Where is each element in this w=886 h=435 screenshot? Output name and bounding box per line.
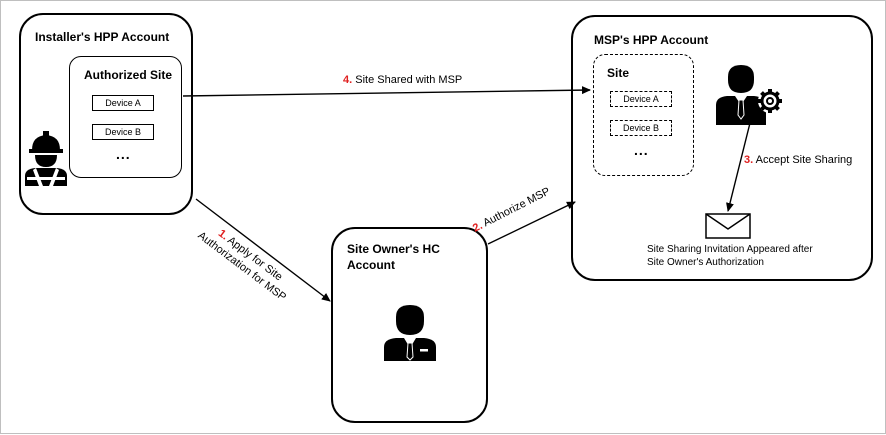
msp-site-title: Site — [607, 66, 630, 80]
msp-more-devices: ... — [634, 142, 649, 158]
arrow-authorize-msp — [487, 201, 576, 245]
installer-device-b: Device B — [92, 124, 154, 140]
msp-device-b: Device B — [610, 120, 672, 136]
step-4-label: 4. Site Shared with MSP — [343, 73, 462, 87]
installer-device-a: Device A — [92, 95, 154, 111]
step-3-label: 3. Accept Site Sharing — [744, 153, 852, 167]
installer-more-devices: ... — [116, 146, 131, 162]
businessman-with-gear-icon — [716, 65, 782, 125]
authorized-site-title: Authorized Site — [84, 68, 173, 82]
step-4-number: 4. — [343, 74, 353, 86]
step-3-number: 3. — [744, 154, 754, 166]
arrow-accept-sharing — [726, 122, 751, 212]
installer-account-title: Installer's HPP Account — [35, 30, 170, 44]
owner-account-title: Site Owner's HC Account — [347, 242, 440, 272]
step-4-text: Site Shared with MSP — [355, 74, 463, 86]
arrow-site-shared — [182, 86, 591, 97]
arrow-apply-authorization — [195, 198, 331, 302]
step-3-text: Accept Site Sharing — [755, 154, 853, 166]
msp-account-title: MSP's HPP Account — [594, 33, 709, 47]
msp-device-a: Device A — [610, 91, 672, 107]
authorized-site-box — [69, 56, 182, 178]
envelope-icon — [705, 213, 751, 239]
invitation-label: Site Sharing Invitation Appeared after S… — [647, 244, 813, 268]
businessman-icon — [384, 305, 436, 361]
construction-worker-icon — [25, 131, 67, 186]
msp-site-box — [593, 54, 694, 176]
